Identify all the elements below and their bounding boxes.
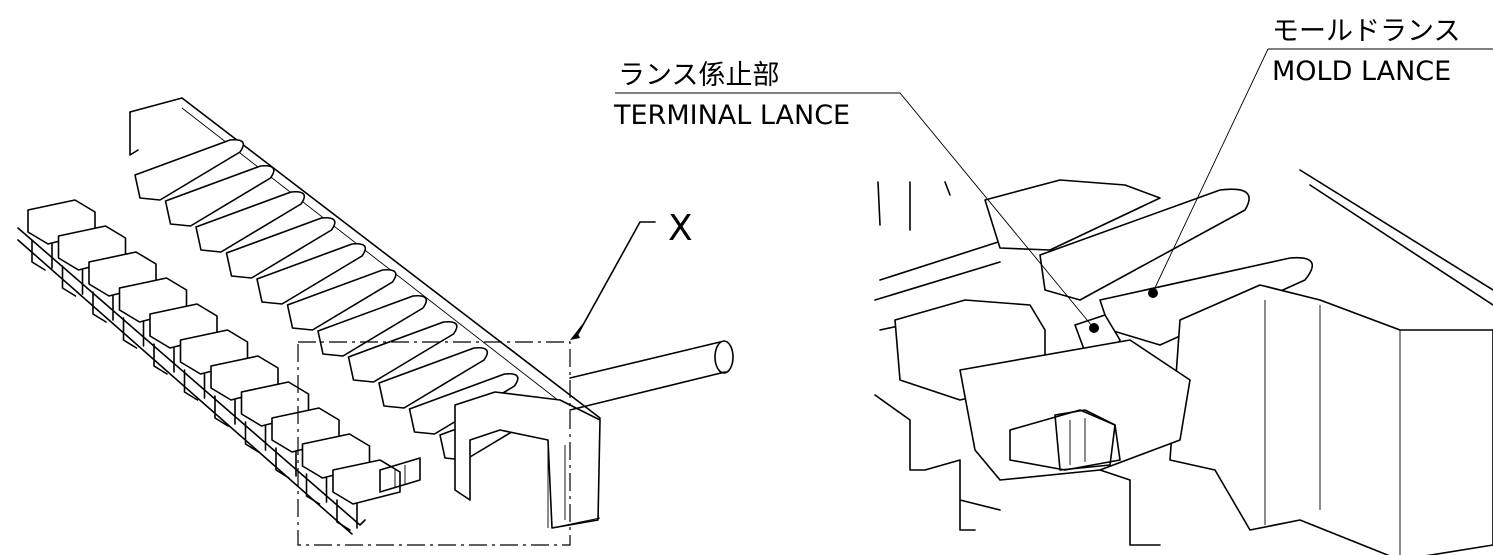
latch-block <box>379 457 421 493</box>
comb-tooth <box>31 239 53 271</box>
mold-lance-label-en: MOLD LANCE <box>1272 56 1451 87</box>
detail-letter: X <box>668 208 693 249</box>
terminal-block <box>332 459 401 505</box>
lance-finger <box>347 320 458 383</box>
terminal-lance-leader <box>615 92 1093 327</box>
lance-finger <box>256 242 367 305</box>
lance-finger <box>164 164 275 227</box>
terminal-lance-label-jp: ランス係止部 <box>618 60 779 91</box>
detail-top-edge <box>1299 169 1493 306</box>
upper-block <box>984 179 1161 251</box>
latch <box>1054 409 1116 471</box>
lance-finger <box>317 294 428 357</box>
comb-tooth <box>305 473 328 505</box>
detail-bg-edges <box>877 181 951 231</box>
connector-overview: X <box>17 97 734 546</box>
latch-lines <box>1069 418 1086 465</box>
comb-tooth <box>183 369 206 401</box>
lance-finger <box>195 190 306 253</box>
front-rail <box>17 227 366 526</box>
lance-finger <box>378 346 489 409</box>
comb-tooth <box>61 265 84 297</box>
detail-leader-line <box>577 221 656 335</box>
housing-top-inner-edge <box>181 107 591 426</box>
lance-finger <box>134 138 245 201</box>
terminal-lance-label-en: TERMINAL LANCE <box>613 100 850 131</box>
lance-finger <box>286 268 397 331</box>
pin-end <box>714 340 734 374</box>
comb-tooth <box>122 317 145 349</box>
pin-top <box>569 341 721 379</box>
detail-lower-structure <box>874 394 1001 531</box>
lance-finger <box>225 216 336 279</box>
detail-view: ランス係止部 TERMINAL LANCE モールドランス MOLD LANCE <box>613 16 1493 555</box>
detail-lower-right <box>1099 469 1161 546</box>
latch-window <box>1009 409 1121 471</box>
end-wall-detail <box>547 440 601 529</box>
mold-lance-dot <box>1148 288 1158 298</box>
comb-tooth <box>214 395 236 427</box>
detail-end-wall-lines <box>1264 300 1401 555</box>
detail-end-wall <box>1169 284 1493 555</box>
housing-end-wall <box>454 391 601 529</box>
detail-finger-1 <box>1039 188 1250 301</box>
terminal-blocks <box>27 199 401 531</box>
comb-tooth <box>336 499 358 531</box>
mold-lance-leader <box>1152 48 1493 293</box>
mold-lance-label-jp: モールドランス <box>1272 16 1460 47</box>
detail-boundary <box>297 341 571 546</box>
pin-bottom <box>569 371 726 411</box>
housing-rear-post <box>129 111 139 156</box>
comb-tooth <box>153 343 175 375</box>
detail-arrowhead <box>570 322 584 340</box>
comb-tooth <box>244 421 267 453</box>
latch-detail <box>394 465 406 488</box>
comb-tooth <box>275 447 297 479</box>
comb-tooth <box>92 291 114 323</box>
